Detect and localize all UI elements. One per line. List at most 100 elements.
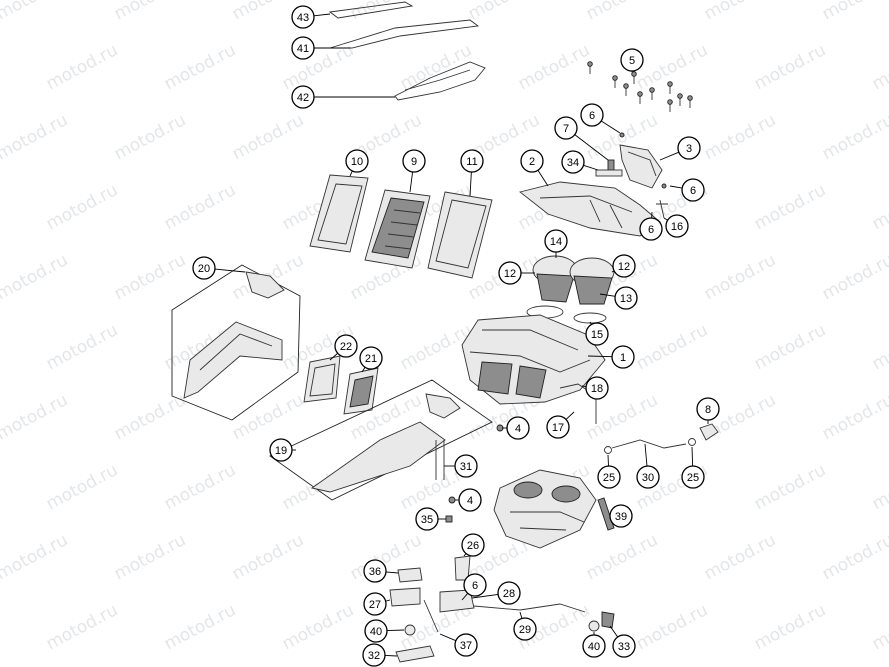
part-30-hose <box>611 439 687 449</box>
callout-circle <box>677 136 701 160</box>
watermark-text: motod.ru <box>583 530 661 584</box>
part-27-pipe <box>389 587 421 607</box>
callout-number: 13 <box>620 293 632 305</box>
callout-circle <box>582 634 606 658</box>
leader-line-3 <box>659 151 680 161</box>
callout-22: 22 <box>334 334 358 358</box>
part-20-duct <box>183 321 283 399</box>
watermark-text: motod.ru <box>0 250 71 304</box>
part-throttle-body <box>493 469 597 549</box>
leader-line-43 <box>313 13 331 17</box>
watermark-text: motod.ru <box>869 40 889 94</box>
part-1-airbox-window-b <box>515 365 547 399</box>
callout-number: 12 <box>618 261 630 273</box>
callout-16: 16 <box>665 214 689 238</box>
callout-29: 29 <box>513 617 537 641</box>
callout-11: 11 <box>460 149 484 173</box>
part-34-plate <box>595 169 623 177</box>
callout-circle <box>620 48 644 72</box>
callout-circle <box>291 36 315 60</box>
callout-circle <box>454 454 478 478</box>
callout-circle <box>611 345 635 369</box>
bolt-set-5 <box>587 61 693 112</box>
callout-circle <box>585 376 609 400</box>
watermark-text: motod.ru <box>465 0 543 24</box>
part-43-strip <box>328 1 414 19</box>
callout-number: 3 <box>686 143 692 155</box>
part-36-bracket <box>397 567 423 583</box>
watermark-text: motod.ru <box>43 460 121 514</box>
callout-circle <box>513 617 537 641</box>
watermark-text: motod.ru <box>701 530 779 584</box>
part-41-strip <box>329 19 480 49</box>
watermark-text: motod.ru <box>819 0 889 24</box>
callout-number: 41 <box>297 43 309 55</box>
leader-line-16 <box>663 217 668 221</box>
callout-number: 29 <box>519 624 531 636</box>
callout-number: 17 <box>552 422 564 434</box>
part-3-bracket <box>619 144 663 189</box>
callout-2: 2 <box>520 149 544 173</box>
callout-28: 28 <box>497 581 521 605</box>
callout-number: 32 <box>368 650 380 662</box>
callout-41: 41 <box>291 36 315 60</box>
part-6-screw <box>619 132 625 138</box>
callout-circle <box>639 217 663 241</box>
callout-10: 10 <box>345 149 369 173</box>
part-22-grille-inner <box>309 363 336 397</box>
watermark-text: motod.ru <box>111 0 189 24</box>
callout-circle <box>345 149 369 173</box>
watermark-text: motod.ru <box>161 460 239 514</box>
watermark-text: motod.ru <box>43 600 121 654</box>
callout-circle <box>614 286 638 310</box>
part-21-grille-inner <box>349 375 374 408</box>
callout-number: 4 <box>515 423 521 435</box>
watermark-text: motod.ru <box>347 0 425 24</box>
callout-31: 31 <box>454 454 478 478</box>
callout-circle <box>665 214 689 238</box>
callout-circle <box>609 504 633 528</box>
part-2-lid-detail <box>539 195 633 229</box>
callout-circle <box>585 322 609 346</box>
callout-number: 2 <box>529 156 535 168</box>
part-42-strip <box>394 61 486 101</box>
watermark-text: motod.ru <box>0 40 3 94</box>
callout-number: 21 <box>365 353 377 365</box>
callout-number: 30 <box>642 472 654 484</box>
part-1-airbox-detail <box>469 329 591 373</box>
watermark-text: motod.ru <box>111 250 189 304</box>
leader-line-18 <box>581 385 587 387</box>
part-29-hose <box>473 603 586 613</box>
part-9-filter-pleats <box>384 209 421 250</box>
callout-number: 6 <box>472 580 478 592</box>
callout-circle <box>362 643 386 667</box>
callout-circle <box>554 116 578 140</box>
watermark-text: motod.ru <box>0 180 3 234</box>
part-19-bracket <box>425 393 461 419</box>
part-throttle-bore-a <box>513 481 543 499</box>
part-20-bracket <box>245 271 285 299</box>
callout-7: 7 <box>554 116 578 140</box>
watermark-text: motod.ru <box>111 110 189 164</box>
callout-circle <box>681 465 705 489</box>
leader-line-25 <box>691 446 694 467</box>
callout-number: 11 <box>466 156 477 168</box>
leader-line-37 <box>439 633 457 642</box>
part-39-spring <box>597 497 615 531</box>
callout-circle <box>291 5 315 29</box>
part-35-nut <box>445 515 453 523</box>
callout-number: 25 <box>603 472 615 484</box>
callout-number: 26 <box>467 540 479 552</box>
watermark-text: motod.ru <box>701 110 779 164</box>
part-14-stack-right-body <box>573 275 613 305</box>
callout-number: 22 <box>340 341 352 353</box>
callout-number: 40 <box>588 641 600 653</box>
watermark-text: motod.ru <box>819 530 889 584</box>
callout-number: 5 <box>629 55 635 67</box>
callout-12: 12 <box>498 261 522 285</box>
leader-line-33 <box>609 625 619 638</box>
watermark-text: motod.ru <box>819 110 889 164</box>
callout-number: 18 <box>591 383 603 395</box>
watermark-text: motod.ru <box>0 110 71 164</box>
watermark-text: motod.ru <box>0 600 3 654</box>
